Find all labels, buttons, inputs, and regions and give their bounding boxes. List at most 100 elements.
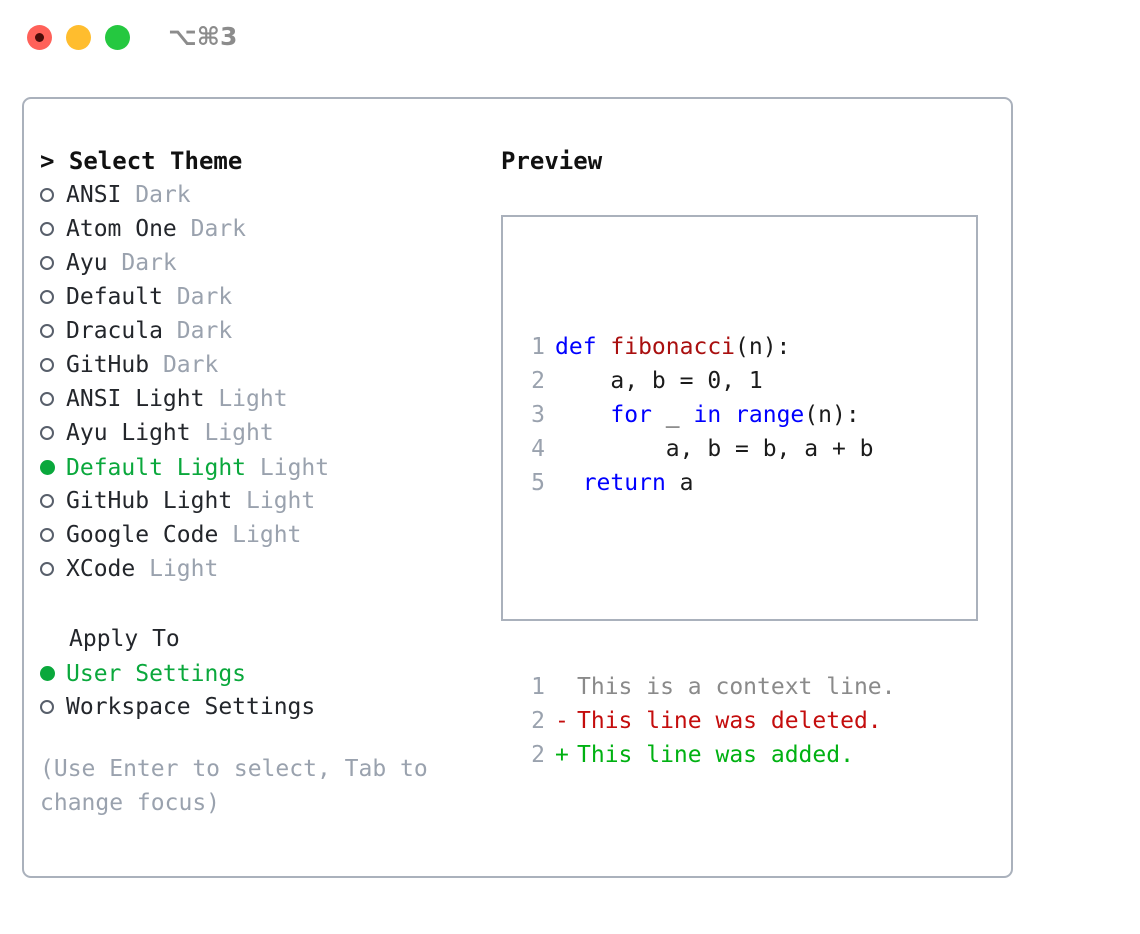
theme-variant: Light: [149, 556, 219, 582]
radio-dot: [40, 459, 55, 475]
radio-empty-icon[interactable]: [40, 690, 66, 724]
theme-name: ANSI Light: [66, 386, 219, 412]
radio-empty-icon[interactable]: [40, 246, 66, 280]
radio-dot: [40, 188, 54, 202]
section-spacer: [40, 586, 490, 622]
line-number: 2: [531, 368, 545, 394]
close-button[interactable]: [27, 25, 52, 50]
radio-empty-icon[interactable]: [40, 178, 66, 212]
theme-item-github[interactable]: GitHub Dark: [40, 348, 490, 382]
radio-dot: [40, 392, 54, 406]
apply-to-label: Workspace Settings: [66, 694, 316, 720]
radio-dot: [40, 324, 54, 338]
code-token: range: [735, 402, 805, 428]
radio-empty-icon[interactable]: [40, 348, 66, 382]
radio-dot: [40, 665, 55, 681]
radio-empty-icon[interactable]: [40, 484, 66, 518]
code-text: a, b = b, a + b: [555, 432, 874, 466]
theme-variant: Light: [204, 420, 274, 446]
diff-marker: -: [555, 708, 569, 734]
theme-variant: Light: [218, 386, 288, 412]
code-token: [721, 402, 735, 428]
theme-item-default-light[interactable]: Default Light Light: [40, 450, 490, 484]
apply-to-option-workspace-settings[interactable]: Workspace Settings: [40, 690, 490, 724]
diff-marker: [555, 670, 577, 704]
maximize-button[interactable]: [105, 25, 130, 50]
theme-item-atom-one[interactable]: Atom One Dark: [40, 212, 490, 246]
code-token: _: [651, 402, 694, 428]
theme-name: Dracula: [66, 318, 177, 344]
code-blank-line: [521, 568, 896, 602]
radio-selected-icon[interactable]: [40, 656, 66, 690]
radio-empty-icon[interactable]: [40, 552, 66, 586]
theme-variant: Light: [246, 488, 316, 514]
keyboard-hint: (Use Enter to select, Tab to change focu…: [40, 756, 442, 816]
radio-dot: [40, 700, 54, 714]
theme-item-default[interactable]: Default Dark: [40, 280, 490, 314]
radio-selected-icon[interactable]: [40, 450, 66, 484]
theme-item-ayu-light[interactable]: Ayu Light Light: [40, 416, 490, 450]
code-token: fibonacci: [610, 334, 736, 360]
code-line: 4 a, b = b, a + b: [521, 432, 896, 466]
radio-empty-icon[interactable]: [40, 518, 66, 552]
diff-text: This line was deleted.: [577, 708, 882, 734]
theme-name: Google Code: [66, 522, 233, 548]
theme-item-ansi-light[interactable]: ANSI Light Light: [40, 382, 490, 416]
theme-variant: Dark: [176, 318, 233, 344]
radio-dot: [40, 562, 54, 576]
line-number: 2: [531, 708, 545, 734]
radio-empty-icon[interactable]: [40, 382, 66, 416]
theme-name: GitHub: [66, 352, 163, 378]
window-controls: [27, 25, 130, 50]
minimize-button[interactable]: [66, 25, 91, 50]
code-text: return a: [555, 466, 694, 500]
theme-name: XCode: [66, 556, 150, 582]
line-number: 1: [531, 334, 545, 360]
radio-empty-icon[interactable]: [40, 212, 66, 246]
apply-to-option-user-settings[interactable]: User Settings: [40, 656, 490, 690]
line-number: 5: [531, 470, 545, 496]
code-token: for: [610, 402, 652, 428]
code-token: a: [665, 470, 694, 496]
theme-name: Ayu: [66, 250, 122, 276]
diff-line-context: 1 This is a context line.: [521, 670, 895, 704]
theme-item-dracula[interactable]: Dracula Dark: [40, 314, 490, 348]
radio-dot: [40, 358, 54, 372]
theme-name: Ayu Light: [66, 420, 205, 446]
radio-empty-icon[interactable]: [40, 416, 66, 450]
code-token: (n):: [735, 334, 791, 360]
apply-to-title: Apply To: [69, 626, 180, 652]
theme-item-ansi[interactable]: ANSI Dark: [40, 178, 490, 212]
diff-lines: 1 This is a context line.2-This line was…: [521, 670, 896, 772]
diff-line-del: 2-This line was deleted.: [521, 704, 896, 738]
theme-variant: Dark: [190, 216, 247, 242]
code-text: a, b = 0, 1: [555, 364, 763, 398]
preview-title: Preview: [501, 147, 603, 175]
radio-empty-icon[interactable]: [40, 280, 66, 314]
theme-item-github-light[interactable]: GitHub Light Light: [40, 484, 490, 518]
radio-dot: [40, 222, 54, 236]
code-token: in: [693, 402, 722, 428]
theme-variant: Light: [259, 454, 330, 481]
diff-line-add: 2 + This line was added.: [521, 738, 896, 772]
theme-item-google-code[interactable]: Google Code Light: [40, 518, 490, 552]
radio-empty-icon[interactable]: [40, 314, 66, 348]
line-number: 1: [531, 674, 545, 700]
code-token: def: [555, 334, 611, 360]
diff-text: This line was added.: [577, 742, 854, 768]
radio-dot: [40, 256, 54, 270]
theme-variant: Light: [232, 522, 302, 548]
theme-item-xcode[interactable]: XCode Light: [40, 552, 490, 586]
title-bar: ⌥⌘3: [0, 0, 1140, 78]
theme-item-ayu[interactable]: Ayu Dark: [40, 246, 490, 280]
line-number: 2: [531, 742, 545, 768]
code-token: a, b = 0, 1: [555, 368, 763, 394]
diff-marker: +: [555, 742, 569, 768]
